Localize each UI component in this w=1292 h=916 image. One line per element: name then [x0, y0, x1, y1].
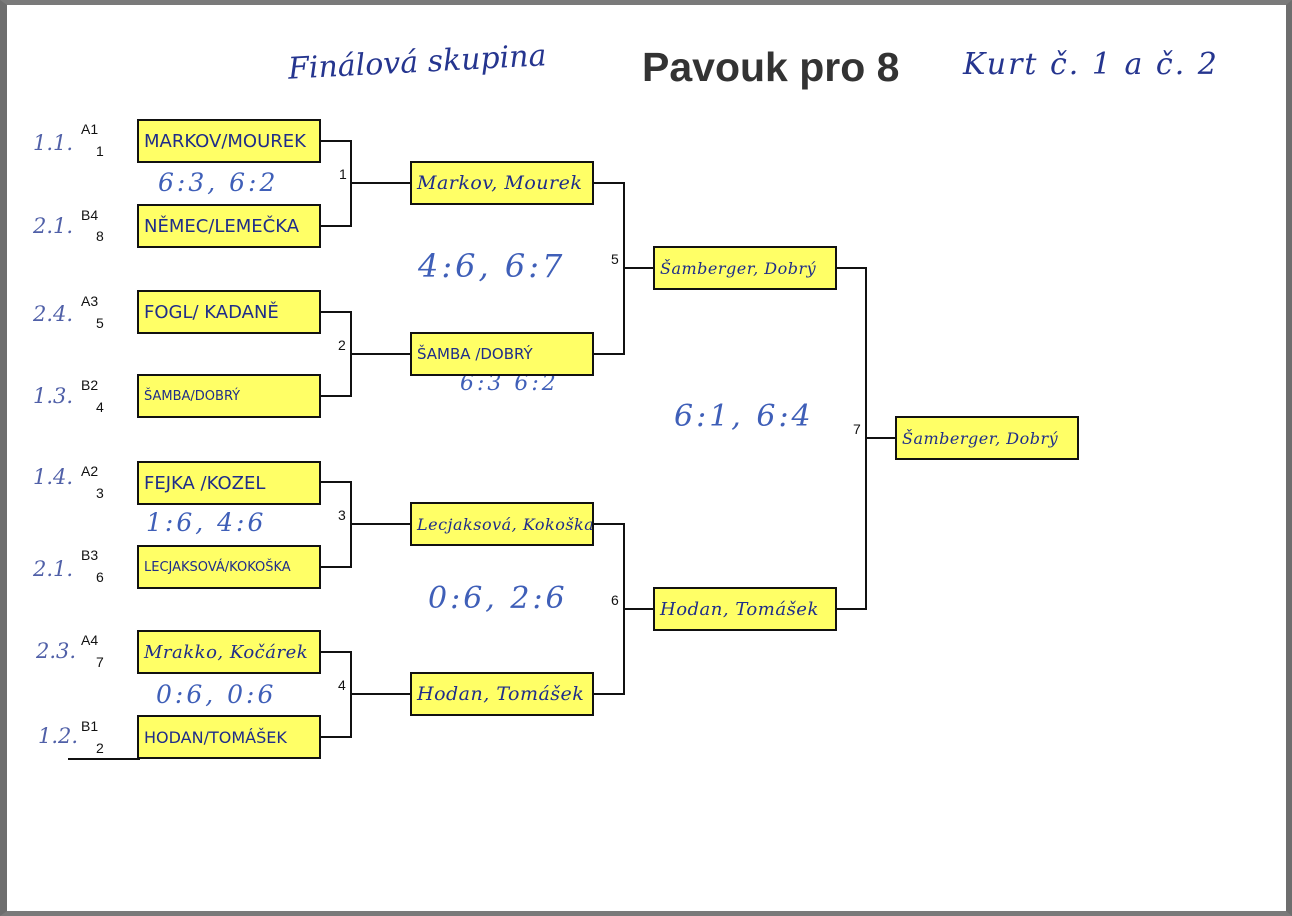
group-code: A1	[81, 121, 99, 137]
pair-name: Lecjaksová, Kokoška	[417, 514, 594, 534]
pair-box: Mrakko, Kočárek	[137, 630, 321, 674]
pair-name: MARKOV/MOUREK	[144, 130, 306, 152]
group-code: A2	[81, 463, 99, 479]
pair-box: FEJKA /KOZEL	[137, 461, 321, 505]
pair-name: Hodan, Tomášek	[660, 598, 819, 620]
pair-name: Mrakko, Kočárek	[144, 641, 309, 663]
score-match-2: 6:3 6:2	[460, 371, 559, 396]
pair-box: ŠAMBA /DOBRÝ	[410, 332, 594, 376]
seed-number: 8	[96, 228, 104, 244]
seed-number: 2	[96, 740, 104, 756]
pair-name: ŠAMBA /DOBRÝ	[417, 345, 533, 363]
group-position: 1.2.	[38, 724, 79, 748]
pair-name: Markov, Mourek	[417, 172, 583, 194]
pair-name: Hodan, Tomášek	[417, 683, 585, 705]
match-number: 3	[338, 507, 346, 523]
group-position: 2.1.	[33, 214, 74, 238]
group-code: B1	[81, 718, 99, 734]
group-code: A4	[81, 632, 99, 648]
pair-box: MARKOV/MOUREK	[137, 119, 321, 163]
pair-box: Šamberger, Dobrý	[653, 246, 837, 290]
page-title: Pavouk pro 8	[642, 44, 900, 90]
group-position: 1.1.	[33, 131, 74, 155]
group-position: 1.3.	[33, 384, 74, 408]
group-position: 2.1.	[33, 557, 74, 581]
match-number: 1	[339, 166, 347, 182]
seed-number: 3	[96, 485, 104, 501]
pair-box: Hodan, Tomášek	[410, 672, 594, 716]
group-code: A3	[81, 293, 99, 309]
pair-name: HODAN/TOMÁŠEK	[144, 727, 287, 747]
group-code: B2	[81, 377, 99, 393]
pair-box: Markov, Mourek	[410, 161, 594, 205]
pair-name: LECJAKSOVÁ/KOKOŠKA	[144, 559, 291, 575]
match-number: 4	[338, 677, 346, 693]
pair-box: ŠAMBA/DOBRÝ	[137, 374, 321, 418]
score-match-1: 6:3, 6:2	[158, 168, 279, 197]
pair-name: NĚMEC/LEMEČKA	[144, 215, 300, 237]
group-position: 2.3.	[36, 639, 77, 663]
match-number: 2	[338, 337, 346, 353]
pair-name: Šamberger, Dobrý	[660, 258, 817, 278]
winner-box: Šamberger, Dobrý	[895, 416, 1079, 460]
pair-box: Lecjaksová, Kokoška	[410, 502, 594, 546]
seed-number: 4	[96, 399, 104, 415]
group-position: 1.4.	[33, 465, 74, 489]
pair-box: HODAN/TOMÁŠEK	[137, 715, 321, 759]
score-match-7: 6:1, 6:4	[674, 399, 814, 434]
seed-number: 7	[96, 654, 104, 670]
score-match-5: 4:6, 6:7	[418, 247, 566, 285]
match-number: 5	[611, 251, 619, 267]
score-match-3: 1:6, 4:6	[146, 508, 267, 537]
group-code: B4	[81, 207, 99, 223]
match-number: 7	[853, 421, 861, 437]
pair-name: ŠAMBA/DOBRÝ	[144, 388, 241, 404]
pair-box: FOGL/ KADANĚ	[137, 290, 321, 334]
pair-box: Hodan, Tomášek	[653, 587, 837, 631]
seed-number: 5	[96, 315, 104, 331]
pair-box: LECJAKSOVÁ/KOKOŠKA	[137, 545, 321, 589]
group-code: B3	[81, 547, 99, 563]
winner-name: Šamberger, Dobrý	[902, 428, 1059, 448]
score-match-6: 0:6, 2:6	[428, 581, 568, 616]
pair-name: FEJKA /KOZEL	[144, 472, 266, 494]
group-position: 2.4.	[33, 302, 74, 326]
seed-number: 1	[96, 143, 104, 159]
seed-number: 6	[96, 569, 104, 585]
match-number: 6	[611, 592, 619, 608]
pair-name: FOGL/ KADANĚ	[144, 301, 279, 323]
score-match-4: 0:6, 0:6	[156, 680, 277, 709]
handwritten-court-label: Kurt č. 1 a č. 2	[963, 47, 1219, 82]
pair-box: NĚMEC/LEMEČKA	[137, 204, 321, 248]
